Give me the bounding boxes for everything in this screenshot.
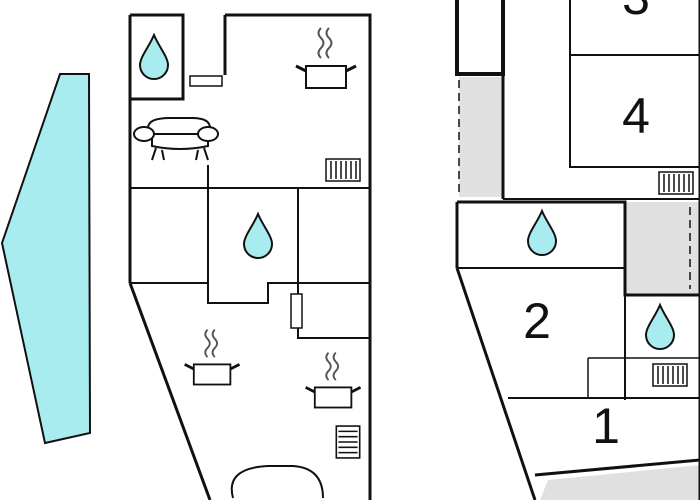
radiator-icon <box>658 171 694 195</box>
radiator-icon <box>652 363 688 387</box>
stove-icon <box>183 328 242 387</box>
room-3-label: 3 <box>622 0 650 25</box>
room-2-label: 2 <box>523 293 551 349</box>
stove-icon <box>294 26 358 90</box>
radiator-icon <box>325 158 361 182</box>
room-1-label: 1 <box>592 398 620 454</box>
radiator-icon <box>335 425 361 459</box>
room-4-label: 4 <box>622 88 650 144</box>
left-building <box>128 13 372 500</box>
water-drop-icon <box>644 303 676 351</box>
right-building <box>459 77 700 500</box>
water-drop-icon <box>526 209 558 257</box>
stove-icon <box>304 351 363 410</box>
water-drop-icon <box>139 34 169 80</box>
water-drop-icon <box>242 212 274 260</box>
sofa-icon <box>133 117 219 161</box>
pool-icon <box>0 73 92 445</box>
